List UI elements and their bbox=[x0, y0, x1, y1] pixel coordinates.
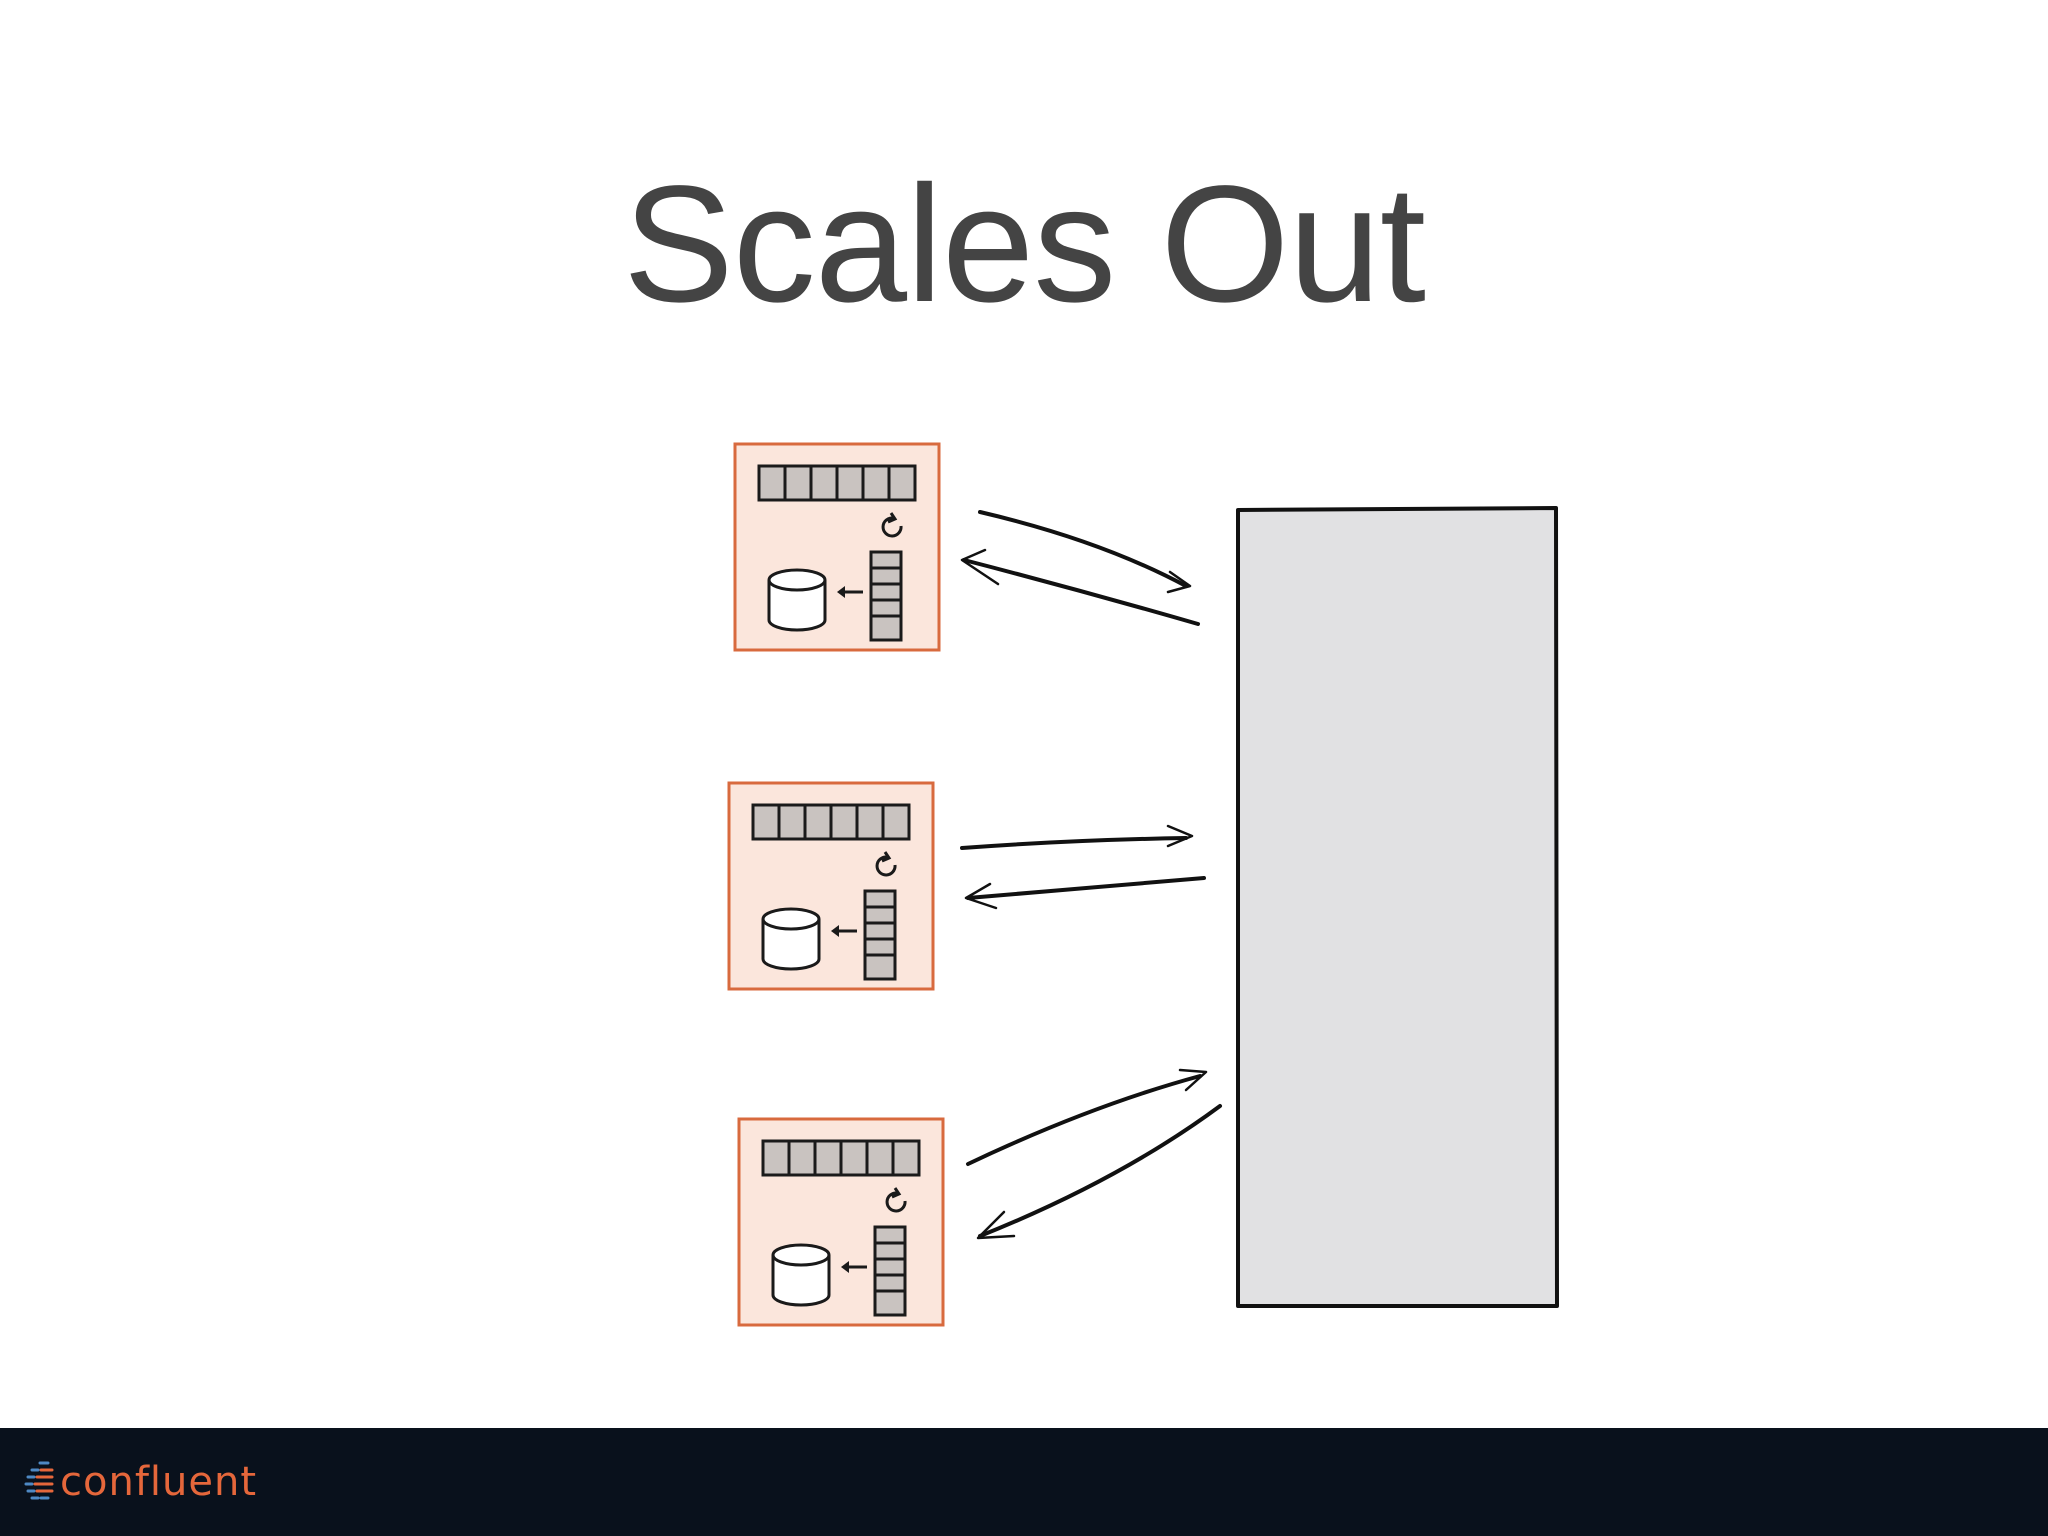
diagram bbox=[727, 442, 1559, 1327]
instance-box-2 bbox=[727, 781, 935, 991]
arrows-instance-1 bbox=[960, 510, 1200, 626]
instance-box-3 bbox=[737, 1117, 945, 1327]
instance-box-1 bbox=[733, 442, 941, 652]
cluster-box bbox=[1236, 506, 1559, 1308]
slide-title: Scales Out bbox=[623, 152, 1426, 337]
arrows-instance-2 bbox=[960, 824, 1206, 910]
confluent-logo: confluent bbox=[24, 1450, 257, 1514]
footer-bar: confluent bbox=[0, 1428, 2048, 1536]
arrows-instance-3 bbox=[966, 1068, 1222, 1240]
brand-wordmark: confluent bbox=[60, 1459, 258, 1505]
confluent-mark-icon bbox=[24, 1461, 54, 1500]
